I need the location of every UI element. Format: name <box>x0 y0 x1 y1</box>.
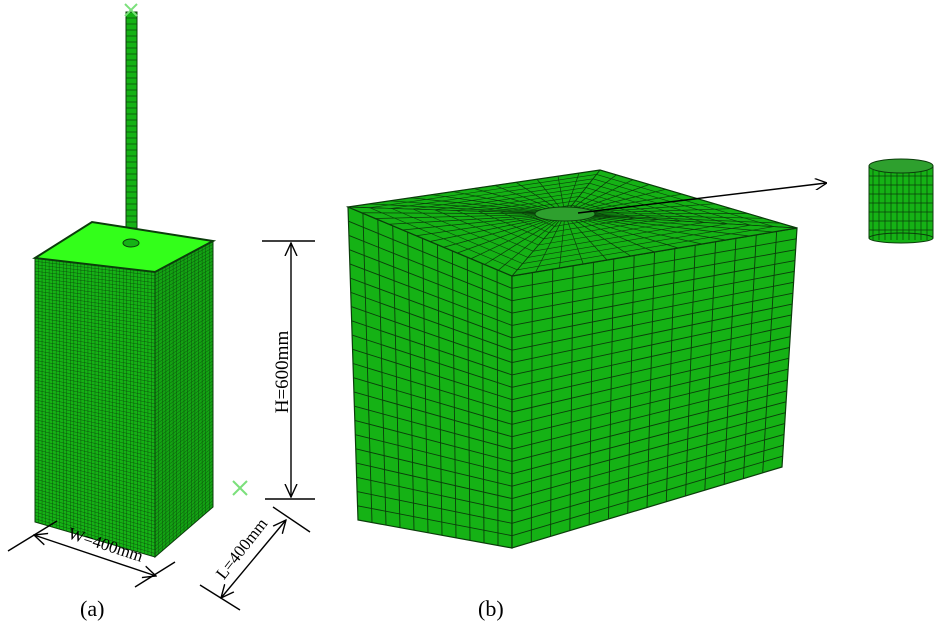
panel-b: (b) <box>345 158 934 621</box>
panel-a: H=600mm L=400mm W=400mm (a) <box>7 3 315 621</box>
pile-head <box>122 238 140 248</box>
zoom-arrow <box>577 183 826 214</box>
reference-point-marker-base <box>232 480 248 496</box>
caption-a: (a) <box>80 596 104 621</box>
pile-detail-cylinder <box>868 158 934 244</box>
width-dimension <box>7 520 176 588</box>
pile-rod <box>125 11 138 249</box>
length-dimension <box>199 506 311 611</box>
column-top-face <box>32 220 217 274</box>
caption-b: (b) <box>478 596 504 621</box>
height-dimension <box>262 240 315 500</box>
reference-point-marker-top <box>124 3 138 17</box>
height-label: H=600mm <box>272 331 293 414</box>
pile-region <box>534 206 596 222</box>
